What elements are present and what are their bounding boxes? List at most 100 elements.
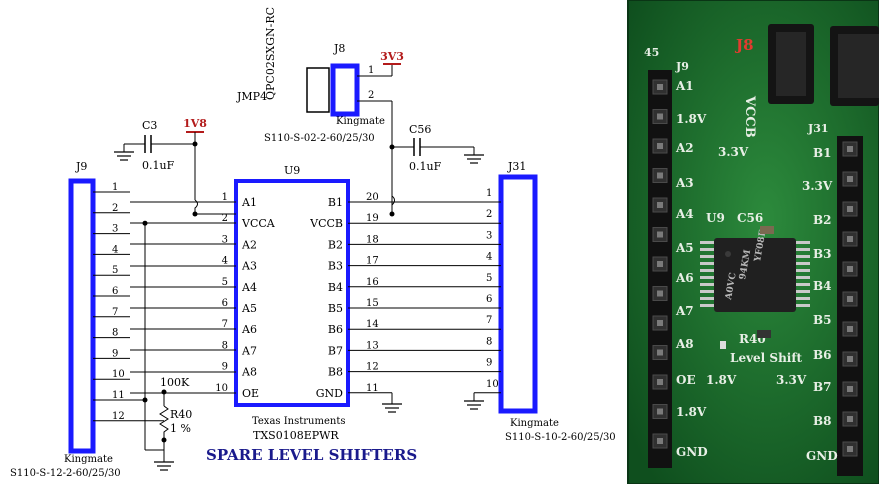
j31-pin-number: 10: [486, 379, 499, 390]
jumper-pn: S110-S-02-2-60/25/30: [264, 133, 375, 144]
pcb-label-b4: B4: [813, 279, 832, 293]
ic-pin-name-right: GND: [316, 387, 343, 400]
ic-pin-name-right: B2: [328, 238, 343, 251]
jumper-ref: J8: [333, 42, 345, 55]
j9-pin-number: 9: [112, 348, 118, 359]
pcb-left-pins: [652, 79, 668, 449]
pcb-chip-text-3: A0VC: [724, 272, 739, 302]
j9-ref: J9: [75, 160, 87, 173]
ic-mfr: Texas Instruments: [252, 416, 345, 427]
r40-ref: R40: [170, 408, 192, 421]
pcb-label-b8: B8: [813, 414, 832, 428]
jumper-part-number: QPC02SXGN-RC: [264, 7, 277, 100]
j31-pin-number: 4: [486, 252, 492, 263]
pcb-label-3v3-left: 3.3V: [718, 145, 749, 159]
pcb-label-a5: A5: [675, 241, 694, 255]
pcb-label-b2: B2: [813, 213, 832, 227]
j9-body: [68, 178, 96, 454]
ic-pin-name-right: B4: [328, 281, 343, 294]
ic-pin-number-right: 16: [366, 277, 379, 288]
pcb-label-u9: U9: [706, 211, 725, 225]
jumper-shroud: [306, 67, 330, 113]
j9-pin-number: 4: [112, 244, 118, 255]
ic-pin-number-left: 2: [222, 213, 228, 224]
ic-pin-number-right: 12: [366, 362, 379, 373]
jumper-j8: QPC02SXGN-RC J8 JMP4 1 2 3V3 Kingmate S1…: [236, 7, 404, 217]
j31-pin-number: 2: [486, 209, 492, 220]
j9-pin-number: 1: [112, 182, 118, 193]
pcb-label-b6: B6: [813, 348, 832, 362]
j9-pin-number: 7: [112, 307, 118, 318]
ic-pin-name-right: B8: [328, 366, 343, 379]
j9-mfr: Kingmate: [64, 454, 113, 465]
pcb-label-a2: A2: [675, 141, 694, 155]
jumper-pin-2: 2: [368, 90, 374, 101]
pcb-label-j8: J8: [734, 36, 754, 54]
pcb-label-3v3-right: 3.3V: [802, 179, 833, 193]
j31-pn: S110-S-10-2-60/25/30: [505, 432, 616, 443]
pcb-label-c56: C56: [737, 211, 763, 225]
ic-pin-number-left: 10: [215, 383, 228, 394]
ic-pin-number-right: 14: [366, 319, 379, 330]
ic-ref: U9: [284, 164, 300, 177]
j31-pin-number: 3: [486, 230, 492, 241]
pcb-photo: J8 VCCB 45 J9 J31 A1 1.8V A2 3.3V A3 3.3…: [627, 0, 879, 485]
j9-pin-number: 5: [112, 265, 118, 276]
pcb-label-a4: A4: [675, 207, 694, 221]
ic-pin-name-left: A5: [241, 302, 257, 315]
resistor-r40: 100K R40 1 %: [154, 376, 192, 471]
pcb-chip-body: [714, 238, 796, 312]
pcb-label-oe: OE: [676, 373, 696, 387]
ic-pin-number-right: 13: [366, 340, 379, 351]
left-wiring: [93, 191, 236, 451]
j9-pin-number: 6: [112, 286, 118, 297]
ic-pin-number-left: 4: [222, 256, 228, 267]
ic-pin-number-left: 9: [222, 362, 228, 373]
j31-body: [498, 174, 538, 414]
c56-value: 0.1uF: [409, 160, 442, 173]
r40-value: 100K: [160, 376, 190, 389]
pcb-label-1v8-bottom: 1.8V: [676, 405, 707, 419]
ic-pin-name-left: OE: [242, 387, 259, 400]
j9-pin-number: 12: [112, 411, 125, 422]
j9-pn: S110-S-12-2-60/25/30: [10, 468, 121, 479]
pcb-label-j31: J31: [807, 122, 829, 135]
c56-ref: C56: [409, 123, 431, 136]
pcb-label-gnd-left: GND: [676, 445, 708, 459]
j31-pin-number: 1: [486, 188, 492, 199]
pcb-label-b1: B1: [813, 146, 832, 160]
ic-pin-name-right: B6: [328, 323, 343, 336]
ic-pin-name-left: VCCA: [241, 217, 276, 230]
pcb-smd-c56: [760, 226, 774, 234]
r40-tolerance: 1 %: [170, 422, 191, 435]
capacitor-c3: C3 0.1uF 1V8: [114, 117, 207, 217]
pcb-label-b5: B5: [813, 313, 832, 327]
pcb-label-level-shift: Level Shift: [730, 351, 803, 365]
ic-pin-number-right: 18: [366, 234, 379, 245]
c3-ref: C3: [142, 119, 157, 132]
ic-pin-number-right: 19: [366, 213, 379, 224]
jumper-body: [330, 63, 360, 117]
ic-pin-name-right: B3: [328, 260, 343, 273]
j9-pin-number: 11: [112, 390, 125, 401]
pcb-label-gnd-right: GND: [806, 449, 838, 463]
ic-part-number: TXS0108EPWR: [253, 429, 339, 442]
ic-pin-name-left: A3: [241, 260, 257, 273]
ic-pin-number-left: 3: [222, 234, 228, 245]
jumper-pin-1: 1: [368, 65, 374, 76]
ic-pin-number-left: 1: [222, 192, 228, 203]
capacitor-c56: C56 0.1uF: [392, 123, 484, 173]
ic-pin-name-left: A8: [241, 366, 257, 379]
jumper-label: JMP4: [236, 90, 267, 103]
pcb-label-a8: A8: [675, 337, 694, 351]
ic-pin-name-right: B7: [328, 344, 343, 357]
jumper-mfr: Kingmate: [336, 116, 385, 127]
ic-pin-name-left: A4: [241, 281, 257, 294]
pcb-label-45: 45: [644, 46, 659, 59]
j9-pin-number: 10: [112, 369, 125, 380]
power-3v3-label: 3V3: [380, 50, 404, 63]
ic-pin-number-left: 7: [222, 319, 228, 330]
pcb-label-b7: B7: [813, 380, 832, 394]
